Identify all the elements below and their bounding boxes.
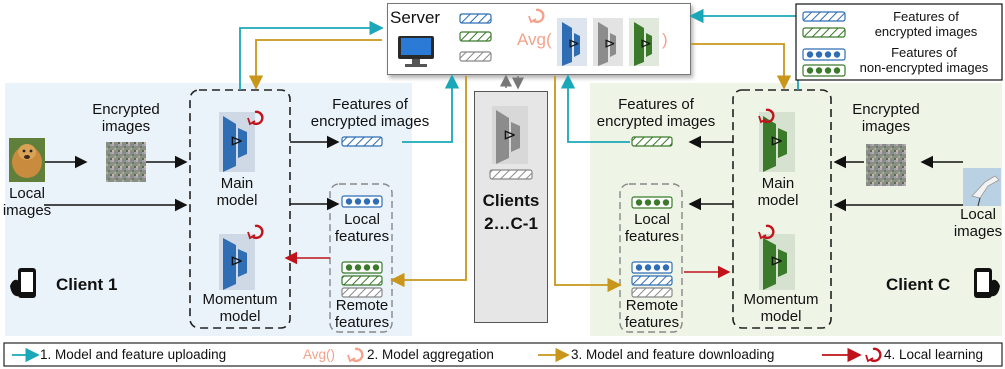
clientC-model-container	[732, 89, 832, 329]
server-feature-stack	[459, 13, 492, 62]
svg-text:⊳: ⊳	[230, 251, 243, 270]
bottom-legend-box	[3, 342, 1003, 367]
phone-icon-client1	[10, 268, 36, 298]
server-model-blue: ⊳	[557, 18, 587, 66]
momentum-model-clientC: ⊳	[759, 234, 795, 290]
dog-image	[9, 138, 45, 182]
svg-text:⊳: ⊳	[503, 125, 516, 144]
clientC-remote-feature	[631, 261, 673, 298]
svg-text:⊳: ⊳	[640, 36, 652, 52]
server-title: Server	[390, 8, 441, 27]
svg-text:⊳: ⊳	[230, 131, 243, 150]
refresh-icon-legend-local	[865, 347, 882, 363]
svg-text:⊳: ⊳	[770, 131, 783, 150]
legend-item-avg: Avg()	[303, 347, 336, 362]
middle-clients-feature	[489, 169, 533, 180]
middle-clients-model: ⊳	[492, 106, 528, 164]
legend-item-aggregation: 2. Model aggregation	[367, 347, 494, 362]
client1-name: Client 1	[56, 275, 118, 294]
legend-item-download: 3. Model and feature downloading	[571, 347, 775, 362]
clientC-feature-container	[619, 183, 683, 333]
server-model-gray: ⊳	[593, 18, 623, 66]
avg-label: Avg(	[517, 30, 552, 49]
phone-icon-clientC	[974, 268, 1000, 298]
refresh-icon-main1	[247, 110, 264, 126]
refresh-icon-momentumC	[758, 224, 775, 240]
client1-local-feature	[341, 195, 383, 208]
svg-text:⊳: ⊳	[568, 36, 580, 52]
main-model-clientC: ⊳	[759, 112, 795, 172]
refresh-icon-avg	[528, 8, 545, 24]
encrypted-image-client1	[106, 142, 146, 182]
legend-item-local-learning: 4. Local learning	[884, 347, 984, 362]
clientC-name: Client C	[886, 275, 951, 294]
encrypted-image-clientC	[866, 144, 906, 186]
legend-non-encrypted-swatch	[802, 48, 846, 77]
server-model-green: ⊳	[629, 18, 659, 66]
refresh-icon-momentum1	[247, 224, 264, 240]
legend-item-upload: 1. Model and feature uploading	[40, 347, 227, 362]
momentum-model-client1: ⊳	[219, 234, 255, 290]
bird-image	[963, 168, 1001, 207]
computer-icon	[398, 36, 434, 67]
clientC-local-feature	[631, 196, 673, 209]
clientC-encrypted-feature	[631, 136, 673, 147]
avg-close-paren: )	[662, 30, 668, 49]
svg-text:⊳: ⊳	[604, 36, 616, 52]
refresh-icon-legend-avg	[347, 347, 364, 363]
main-model-client1: ⊳	[219, 112, 255, 172]
client1-encrypted-feature	[341, 136, 383, 147]
client1-remote-feature	[341, 261, 383, 298]
legend-encrypted-swatch	[802, 11, 846, 38]
svg-text:⊳: ⊳	[770, 251, 783, 270]
refresh-icon-mainC	[758, 108, 775, 124]
